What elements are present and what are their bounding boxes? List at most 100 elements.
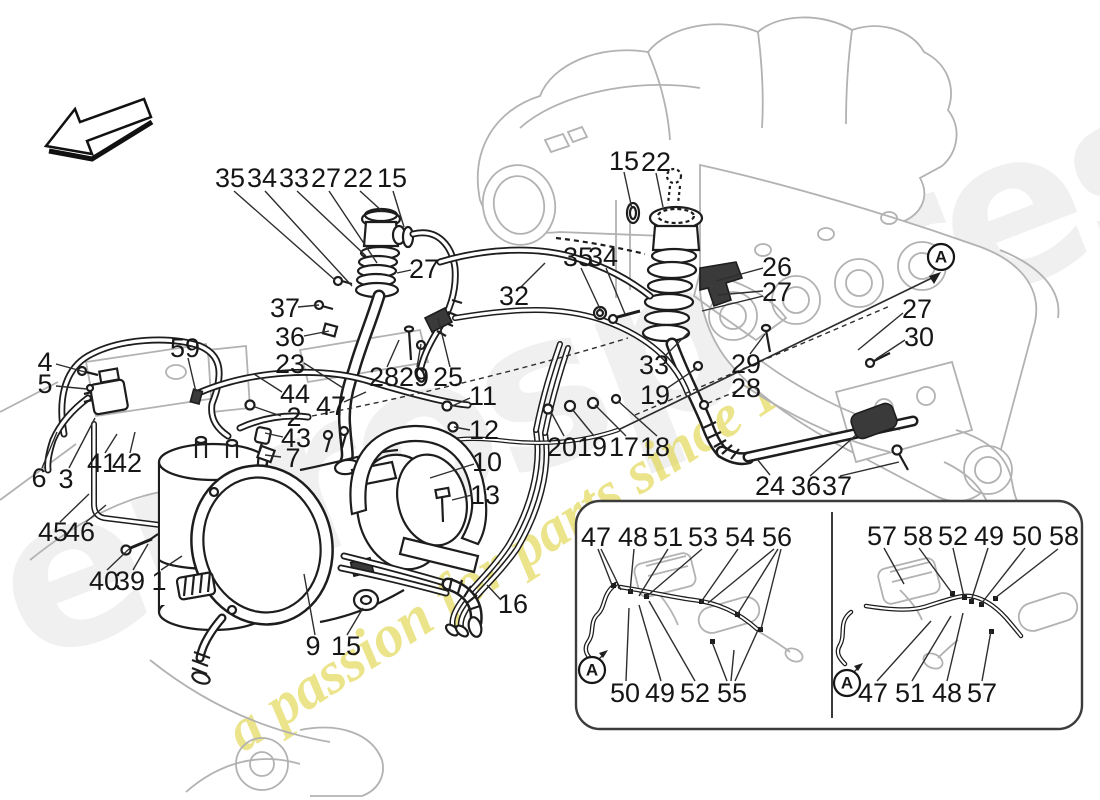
part-callout-41-m36: 41	[87, 448, 117, 478]
arrow-shape	[43, 97, 153, 156]
part-callout-17-m49: 17	[609, 432, 639, 462]
part-callout-11-m30: 11	[469, 381, 497, 411]
part-callout-15-m55: 15	[331, 631, 361, 661]
part-callout-58-i15: 58	[1049, 521, 1079, 551]
ref-marker-A-1: A	[577, 655, 607, 685]
pump-bracket	[349, 424, 488, 574]
part-callout-34-m13: 34	[588, 242, 618, 272]
solenoid-valve	[76, 365, 129, 416]
part-callout-27-m9: 27	[762, 277, 792, 307]
part-callout-6-m34: 6	[31, 463, 46, 493]
part-callout-32-m14: 32	[499, 281, 529, 311]
inset-leader-lines	[597, 547, 1059, 682]
part-callout-28-m46: 28	[731, 373, 761, 403]
part-callout-1-m42: 1	[151, 566, 166, 596]
part-callout-23-m18: 23	[275, 349, 305, 379]
part-callout-53-i3: 53	[688, 522, 718, 552]
part-callout-25-m24: 25	[433, 362, 463, 392]
part-callout-27-m3: 27	[311, 163, 341, 193]
direction-arrow	[43, 97, 154, 162]
part-callout-43-m28: 43	[281, 423, 311, 453]
markers-layer: A A A	[577, 242, 956, 698]
part-callout-50-i6: 50	[610, 678, 640, 708]
part-callout-48-i1: 48	[618, 522, 648, 552]
part-callout-36-m52: 36	[791, 471, 821, 501]
part-callout-35-m0: 35	[215, 163, 245, 193]
part-callout-52-i12: 52	[938, 521, 968, 551]
part-callout-42-m37: 42	[112, 448, 142, 478]
part-callout-35-m12: 35	[563, 242, 593, 272]
valve-bracket	[699, 261, 744, 308]
leader-lines	[41, 171, 906, 636]
part-callout-22-m7: 22	[641, 147, 671, 177]
ref-marker-A-2: A	[832, 668, 862, 698]
part-callout-57-i10: 57	[867, 521, 897, 551]
part-callout-56-i5: 56	[762, 522, 792, 552]
part-callout-27-m15: 27	[409, 254, 439, 284]
part-callout-29-m45: 29	[731, 349, 761, 379]
part-callout-48-i18: 48	[932, 678, 962, 708]
part-callout-45-m38: 45	[38, 517, 68, 547]
part-callout-44-m25: 44	[280, 379, 310, 409]
part-callout-49-i13: 49	[974, 521, 1004, 551]
part-callout-5-m21: 5	[37, 369, 52, 399]
part-callout-19-m48: 19	[577, 432, 607, 462]
part-callout-26-m8: 26	[762, 252, 792, 282]
part-callout-50-i14: 50	[1012, 521, 1042, 551]
part-callout-36-m17: 36	[275, 322, 305, 352]
part-callout-57-i19: 57	[967, 678, 997, 708]
part-callout-39-m41: 39	[115, 566, 145, 596]
svg-text:A: A	[935, 248, 947, 267]
part-callout-40-m40: 40	[89, 566, 119, 596]
hose-clamp-59	[189, 388, 204, 406]
part-callout-13-m33: 13	[470, 480, 500, 510]
ribbed-coupler	[175, 571, 217, 601]
part-callout-19-m44: 19	[640, 380, 670, 410]
part-callout-59-m19: 59	[170, 333, 200, 363]
part-callout-47-i16: 47	[858, 678, 888, 708]
part-callout-12-m31: 12	[469, 415, 499, 445]
svg-text:A: A	[586, 661, 598, 680]
part-callout-18-m50: 18	[640, 432, 670, 462]
right-air-valve	[625, 167, 744, 343]
part-callout-9-m54: 9	[305, 631, 320, 661]
pipe-mount	[850, 402, 898, 440]
part-callout-3-m35: 3	[58, 464, 73, 494]
part-callout-47-m26: 47	[316, 391, 346, 421]
part-callout-55-i9: 55	[717, 678, 747, 708]
part-callout-51-i17: 51	[895, 678, 925, 708]
part-callout-46-m39: 46	[65, 517, 95, 547]
svg-text:A: A	[841, 674, 853, 693]
secondary-air-parts-art	[44, 167, 941, 685]
part-callout-16-m56: 16	[498, 589, 528, 619]
intake-plenum	[476, 16, 958, 246]
part-callout-22-m4: 22	[343, 163, 373, 193]
part-callout-30-m11: 30	[904, 322, 934, 352]
part-callout-24-m51: 24	[755, 471, 785, 501]
part-callout-37-m16: 37	[270, 293, 300, 323]
part-callout-33-m43: 33	[639, 350, 669, 380]
part-callout-10-m32: 10	[472, 447, 502, 477]
part-callout-47-i0: 47	[581, 522, 611, 552]
part-callout-15-m5: 15	[377, 163, 407, 193]
left-air-valve	[354, 207, 415, 299]
part-callout-4-m20: 4	[37, 347, 52, 377]
part-callout-29-m23: 29	[399, 362, 429, 392]
ref-marker-A-0: A	[926, 242, 956, 272]
small-fasteners	[120, 275, 891, 556]
part-callout-58-i11: 58	[903, 521, 933, 551]
part-callout-49-i7: 49	[645, 678, 675, 708]
part-callout-34-m1: 34	[247, 163, 277, 193]
part-callout-20-m47: 20	[547, 432, 577, 462]
part-callout-28-m22: 28	[369, 362, 399, 392]
part-callout-27-m10: 27	[902, 294, 932, 324]
part-callout-37-m53: 37	[822, 471, 852, 501]
part-callout-33-m2: 33	[279, 163, 309, 193]
air-pump	[175, 425, 468, 685]
part-callout-51-i2: 51	[653, 522, 683, 552]
inset-box	[574, 499, 1084, 731]
part-callout-54-i4: 54	[725, 522, 755, 552]
